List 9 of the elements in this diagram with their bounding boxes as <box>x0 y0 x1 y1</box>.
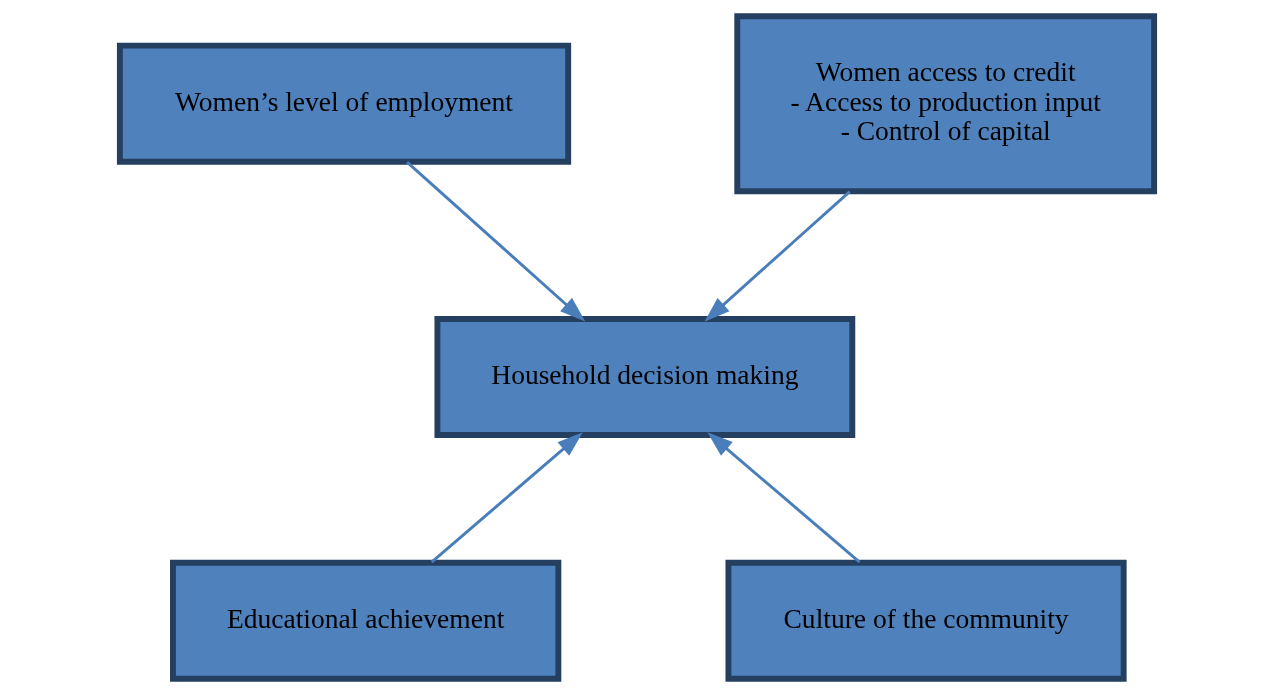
node-box: Educational achievement <box>169 559 561 682</box>
node-box: Household decision making <box>433 316 855 438</box>
arrow <box>706 432 860 564</box>
node-box: Women access to credit - Access to production input - Control of capital <box>733 13 1157 195</box>
arrow <box>430 432 583 564</box>
arrow <box>405 161 585 322</box>
node-box: Culture of the community <box>724 559 1127 682</box>
node-box: Women’s level of employment <box>116 42 571 165</box>
arrow <box>703 190 851 322</box>
